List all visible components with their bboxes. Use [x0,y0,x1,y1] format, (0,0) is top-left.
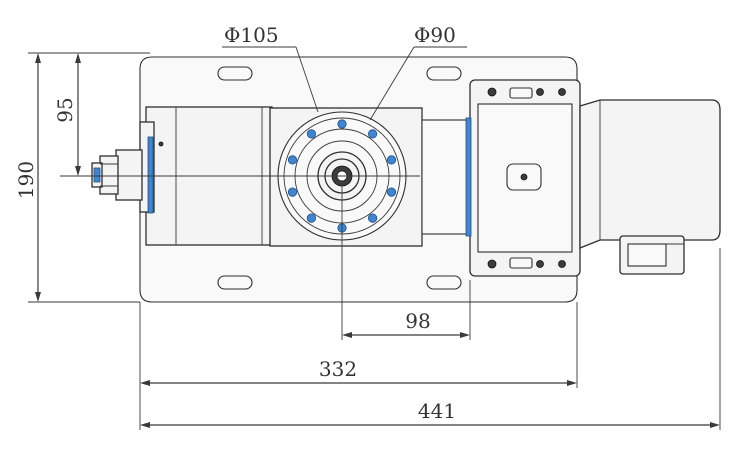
mount-slot-br [426,275,462,290]
dim-441-label: 441 [418,399,456,423]
bolt-holes [287,119,397,233]
tool-holder-blue-band [93,167,101,183]
dim-98-label: 98 [405,309,430,333]
dim-95: 95 [53,53,81,176]
dim-190-label: 190 [14,161,38,199]
mount-slot-tr [426,66,462,81]
dim-190: 190 [14,52,150,303]
dim-98: 98 [342,309,470,338]
bolt-hole [386,187,397,197]
dim-phi-105: Φ105 [222,23,319,113]
dim-441: 441 [140,399,720,428]
bolt-hole [337,119,347,129]
mount-slot-bl [217,275,253,290]
dim-332: 332 [140,357,577,386]
bolt-hole [367,129,378,139]
tool-holder [91,149,143,201]
bolt-hole [306,129,316,139]
bolt-hole [306,213,316,223]
dim-phi-90-label: Φ90 [414,23,456,47]
spindle-blue-ring [147,136,154,214]
motor-mount [465,79,581,277]
motor [579,99,721,275]
dim-332-label: 332 [319,357,357,381]
dim-95-label: 95 [53,97,77,122]
bolt-hole [287,187,298,197]
dim-phi-90: Φ90 [369,23,467,121]
dim-phi-105-label: Φ105 [224,23,279,47]
bolt-hole [367,213,378,223]
bolt-hole [287,155,298,165]
bolt-hole [386,155,397,165]
mount-slot-tl [217,66,253,81]
